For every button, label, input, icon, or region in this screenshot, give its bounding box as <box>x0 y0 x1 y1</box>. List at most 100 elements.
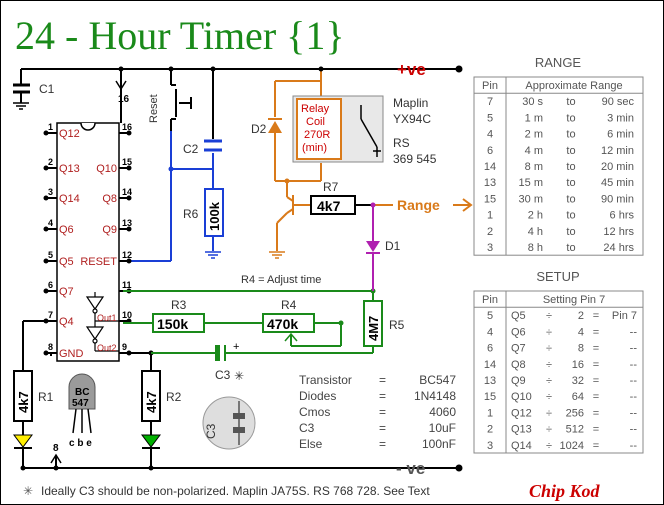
arrow-up-icon <box>50 453 62 464</box>
spec-eq: = <box>379 389 386 403</box>
range-cell-from: 2 m <box>525 129 543 141</box>
range-cell-to: to <box>566 226 575 238</box>
setup-cell-result: -- <box>630 391 638 403</box>
ic-pin-dot <box>126 258 132 264</box>
ic-pin-number: 13 <box>122 218 132 228</box>
arrow-right-icon <box>462 198 473 212</box>
green-wiring <box>123 290 374 354</box>
setup-cell-pin: 14 <box>484 359 496 371</box>
setup-cell-eq: = <box>593 326 599 338</box>
setup-cell-result: -- <box>630 407 638 419</box>
out2-label: Out2 <box>97 343 117 353</box>
blue-wiring <box>123 131 214 262</box>
range-cell-from: 30 m <box>519 193 543 205</box>
range-cell-until: 20 min <box>601 161 634 173</box>
r5-label: R5 <box>389 318 405 332</box>
relay-info-4: 369 545 <box>393 152 437 166</box>
author-signature: Chip Kod <box>529 481 601 501</box>
ic-pin-name: Q12 <box>59 128 80 140</box>
range-cell-to: to <box>566 161 575 173</box>
relay-line-4: (min) <box>302 142 327 154</box>
setup-cell-n: 8 <box>578 343 584 355</box>
bc547-bottom: 547 <box>72 398 89 409</box>
ic-pin-dot <box>43 350 49 356</box>
range-cell-pin: 14 <box>484 161 496 173</box>
setup-cell-n: 2 <box>578 310 584 322</box>
spec-label: C3 <box>299 421 315 435</box>
positive-terminal-dot <box>455 65 463 73</box>
led-yellow <box>13 434 33 449</box>
range-cell-to: to <box>566 129 575 141</box>
range-table-frame <box>473 76 644 256</box>
setup-cell-div: ÷ <box>546 440 552 452</box>
spec-value: 1N4148 <box>414 389 456 403</box>
pin-8-label: 8 <box>53 443 59 454</box>
relay-info-2: YX94C <box>393 112 431 126</box>
diagram-title: 24 - Hour Timer {1} <box>15 13 345 58</box>
ground-icon <box>13 102 29 110</box>
spec-value: 4060 <box>429 405 456 419</box>
ic-pin-name: Q10 <box>96 163 117 175</box>
setup-cell-pin: 6 <box>487 343 493 355</box>
orange-wiring <box>274 69 322 251</box>
range-cell-to: to <box>566 210 575 222</box>
resistor-r1 <box>13 370 33 422</box>
ic-pin-dot <box>43 288 49 294</box>
ic-pin-number: 9 <box>122 342 127 352</box>
setup-cell-n: 512 <box>566 424 584 436</box>
ic-pin-name: Q14 <box>59 193 80 205</box>
setup-cell-pin: 1 <box>487 407 493 419</box>
relay-line-2: Coil <box>306 116 325 128</box>
setup-cell-div: ÷ <box>546 310 552 322</box>
setup-cell-pin: 5 <box>487 310 493 322</box>
setup-cell-div: ÷ <box>546 326 552 338</box>
setup-cell-pin: 13 <box>484 375 496 387</box>
ic-pin-dot <box>43 258 49 264</box>
resistor-r5 <box>363 300 383 347</box>
range-cell-pin: 6 <box>487 145 493 157</box>
ic-pin-name: GND <box>59 348 84 360</box>
ic-pin-number: 12 <box>122 250 132 260</box>
range-wire-label: Range <box>397 197 440 213</box>
setup-cell-div: ÷ <box>546 391 552 403</box>
setup-table-frame <box>473 290 644 454</box>
r7-value: 4k7 <box>317 198 341 214</box>
arrow-down-icon <box>115 80 127 91</box>
ic-pin-dot <box>126 195 132 201</box>
range-cell-from: 30 s <box>522 96 543 108</box>
capacitor-c2 <box>204 139 222 152</box>
spec-label: Cmos <box>299 405 330 419</box>
setup-cell-result: -- <box>630 424 638 436</box>
setup-cell-result: -- <box>630 375 638 387</box>
r4-value: 470k <box>267 316 298 332</box>
r5-value: 4M7 <box>366 316 381 341</box>
ic-pin-number: 3 <box>48 187 53 197</box>
range-cell-pin: 7 <box>487 96 493 108</box>
relay-line-3: 270R <box>304 129 330 141</box>
setup-cell-q: Q9 <box>511 375 526 387</box>
range-cell-until: 6 hrs <box>610 210 635 222</box>
resistor-r6 <box>204 188 224 237</box>
r2-label: R2 <box>166 390 182 404</box>
setup-cell-n: 16 <box>572 359 584 371</box>
spec-value: 100nF <box>422 437 456 451</box>
range-header-pin: Pin <box>482 80 498 92</box>
junction-dot <box>20 465 26 471</box>
ic-pin-number: 1 <box>48 122 53 132</box>
ic-pin-dot <box>43 130 49 136</box>
setup-cell-n: 1024 <box>560 440 584 452</box>
relay-coil <box>296 98 342 160</box>
adjust-time-note: R4 = Adjust time <box>241 274 321 286</box>
ic-pin-number: 11 <box>122 280 132 290</box>
setup-header-setting: Setting Pin 7 <box>543 294 605 306</box>
range-cell-until: 90 sec <box>602 96 635 108</box>
setup-cell-result: -- <box>630 359 638 371</box>
svg-text:+: + <box>233 341 239 353</box>
range-cell-from: 8 m <box>525 161 543 173</box>
range-cell-until: 12 min <box>601 145 634 157</box>
ic-pin-name: RESET <box>80 256 117 268</box>
negative-rail-label: - ve <box>396 459 425 478</box>
spec-value: 10uF <box>429 421 456 435</box>
